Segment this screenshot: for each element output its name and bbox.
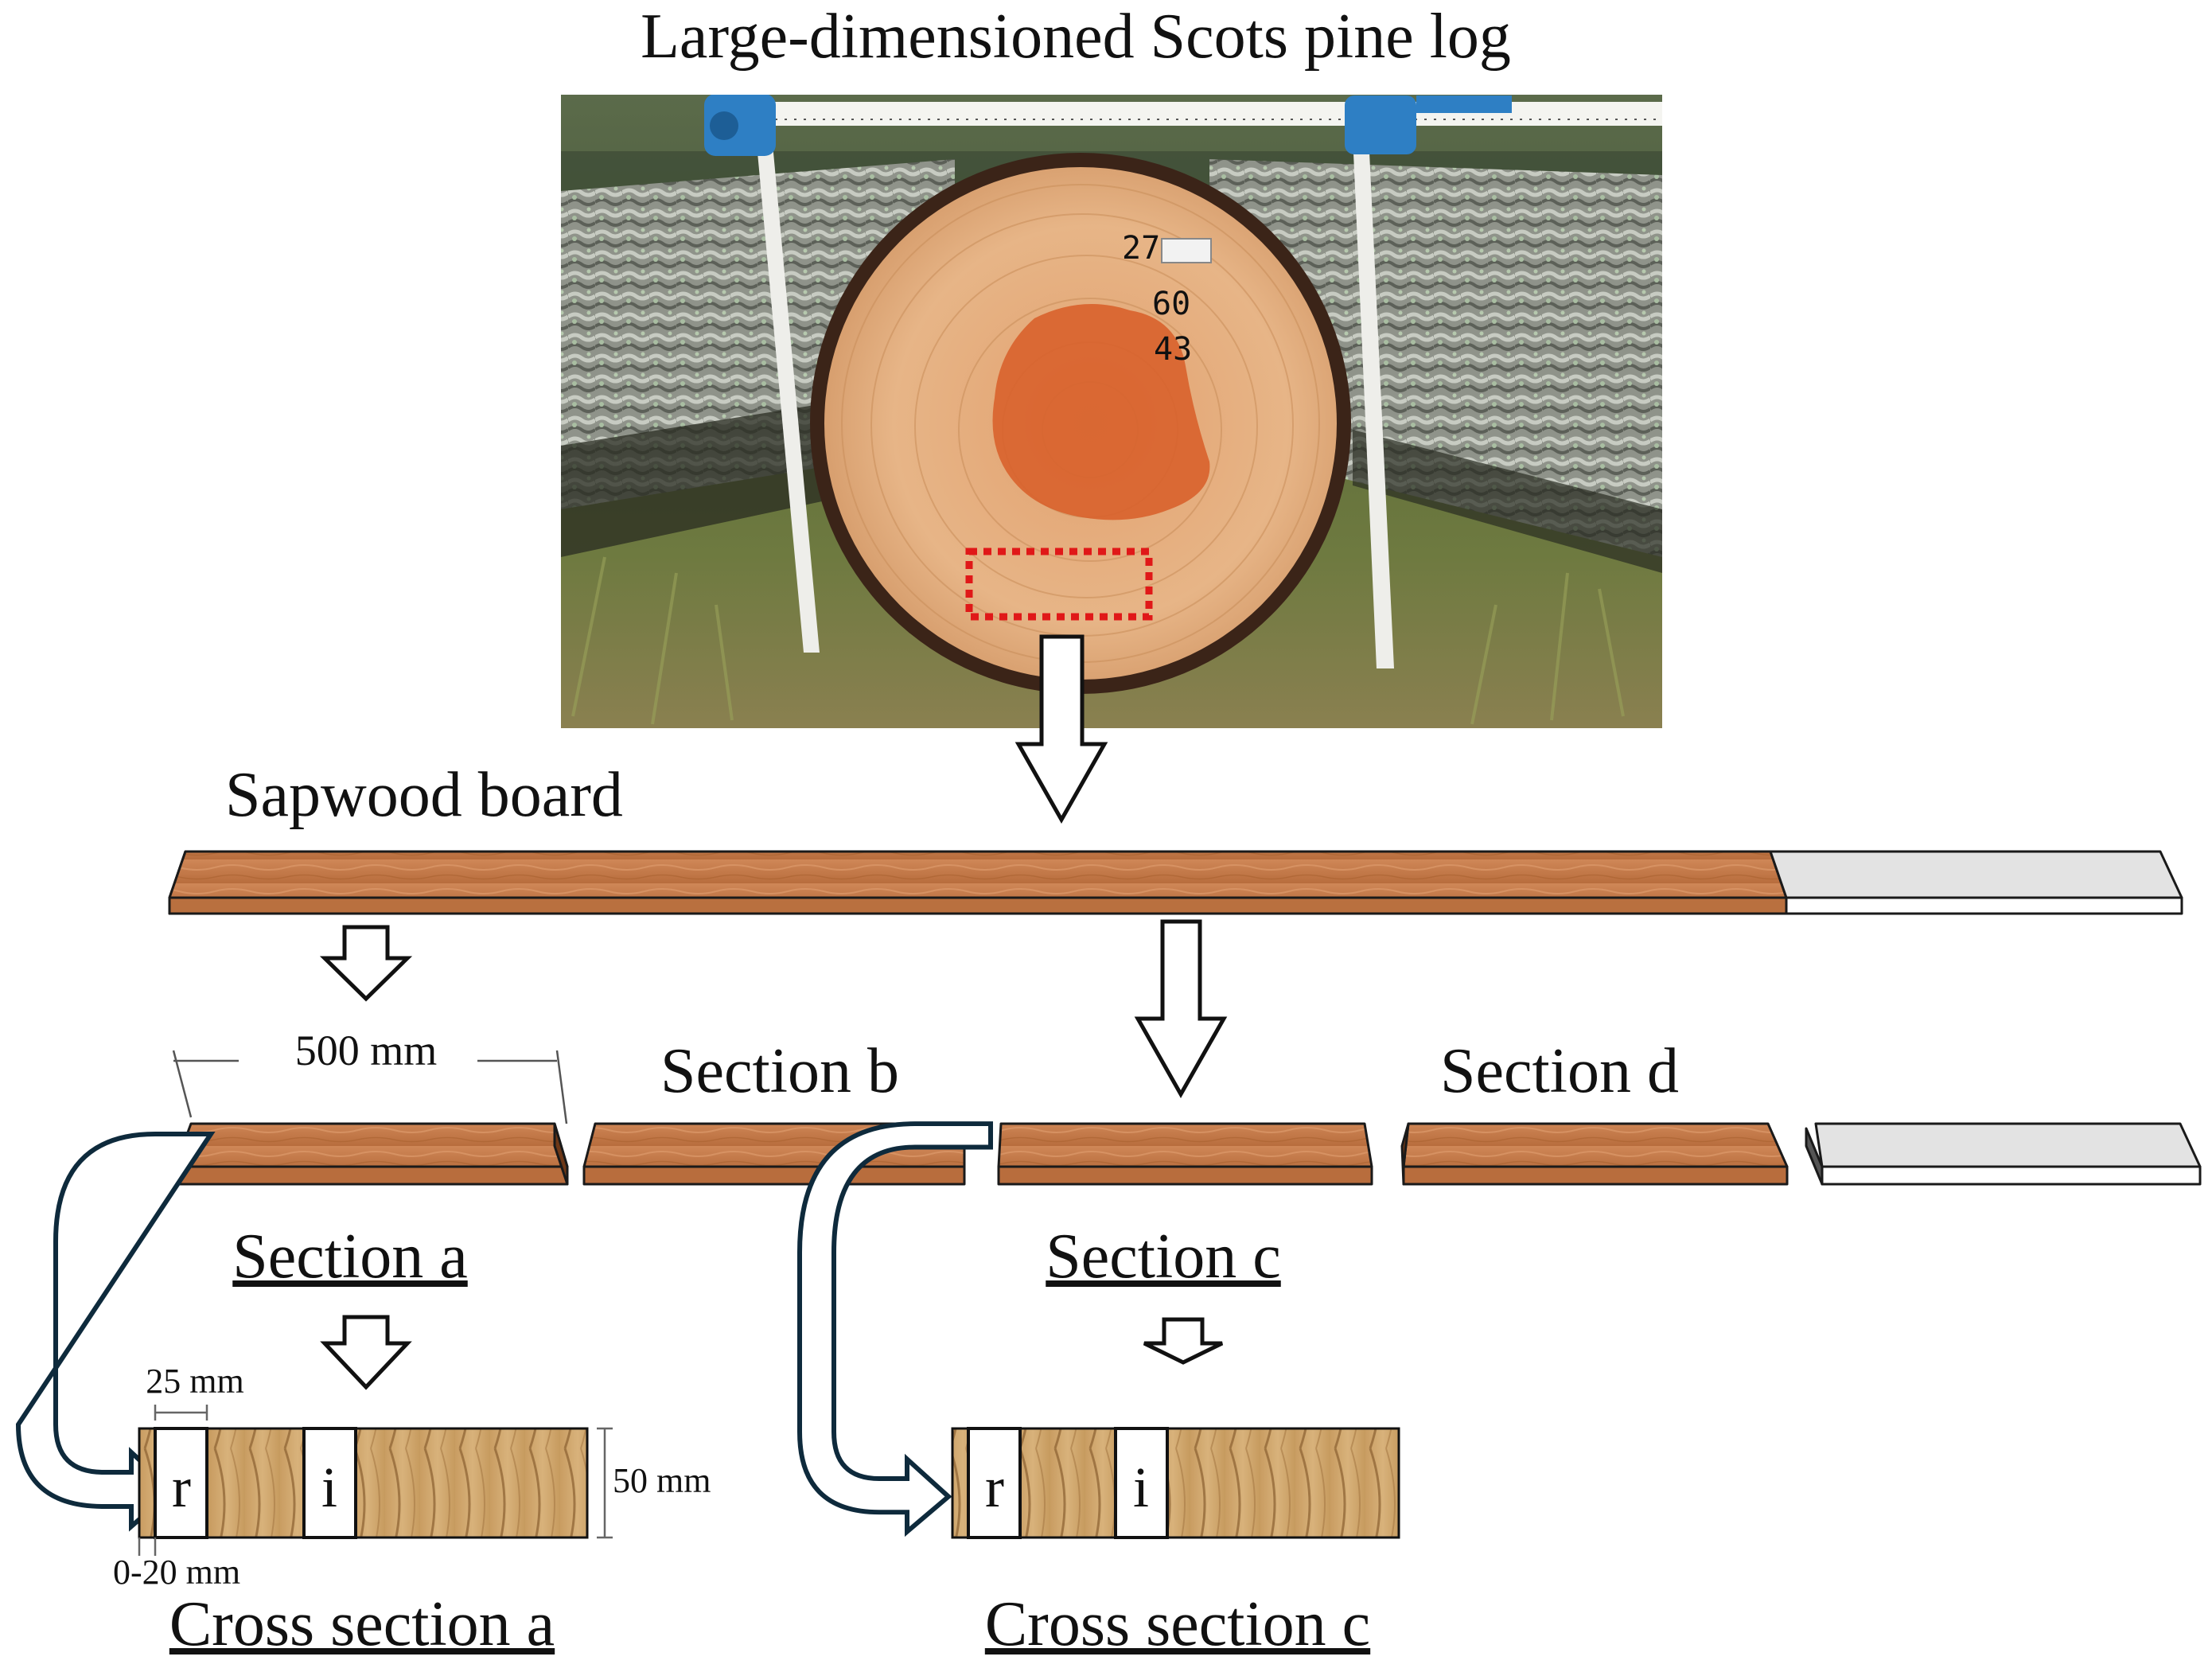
dimension-50mm-line [597, 1427, 613, 1539]
sample-i-label-a: i [321, 1456, 337, 1519]
dimension-25mm-line [154, 1405, 208, 1421]
section-a-label: Section a [232, 1222, 467, 1292]
caliper [704, 95, 1662, 668]
board-label: Sapwood board [225, 760, 623, 830]
log-photo: 27 60 43 [561, 95, 1662, 728]
dimension-offset-line [138, 1538, 157, 1556]
section-b-label: Section b [660, 1036, 899, 1106]
log-marking-3: 43 [1154, 331, 1192, 368]
sample-r-box-c [967, 1427, 1022, 1539]
sapwood-sample-area [965, 548, 1153, 621]
sample-i-box-a [302, 1427, 357, 1539]
section-c-piece [997, 1122, 1373, 1186]
sapwood-board [168, 850, 2183, 915]
sample-r-label-c: r [985, 1456, 1004, 1519]
dimension-50mm-label: 50 mm [613, 1461, 711, 1500]
dimension-25mm-label: 25 mm [146, 1362, 243, 1401]
dimension-offset-label: 0-20 mm [113, 1553, 240, 1592]
section-c-label: Section c [1046, 1222, 1280, 1292]
cross-section-c-label: Cross section c [985, 1589, 1370, 1659]
discard-piece [1805, 1122, 2202, 1186]
sample-r-box-a [154, 1427, 208, 1539]
log-marking-2: 60 [1152, 286, 1190, 322]
curved-arrow-a [15, 1132, 216, 1532]
section-a-piece [173, 1122, 569, 1186]
arrow-section-c-to-cross [1143, 1317, 1224, 1365]
heartwood [992, 304, 1210, 520]
arrow-board-to-sections [1134, 919, 1228, 1099]
diagram-title: Large-dimensioned Scots pine log [641, 2, 1511, 72]
arrow-board-to-section-a [319, 925, 413, 1002]
section-d-label: Section d [1440, 1036, 1679, 1106]
log-marking-1: 27 [1122, 230, 1160, 267]
dimension-length-label: 500 mm [295, 1027, 438, 1074]
sample-i-label-c: i [1133, 1456, 1149, 1519]
section-d-piece [1400, 1122, 1789, 1186]
cross-section-a-label: Cross section a [169, 1589, 555, 1659]
cross-section-a [138, 1427, 589, 1539]
arrow-log-to-board [1014, 634, 1108, 824]
dimension-500mm [172, 1050, 568, 1124]
curved-arrow-c [797, 1121, 993, 1538]
sample-i-box-c [1114, 1427, 1169, 1539]
sample-r-label-a: r [172, 1456, 191, 1519]
arrow-section-a-to-cross [320, 1315, 412, 1390]
cross-section-c [951, 1427, 1400, 1539]
